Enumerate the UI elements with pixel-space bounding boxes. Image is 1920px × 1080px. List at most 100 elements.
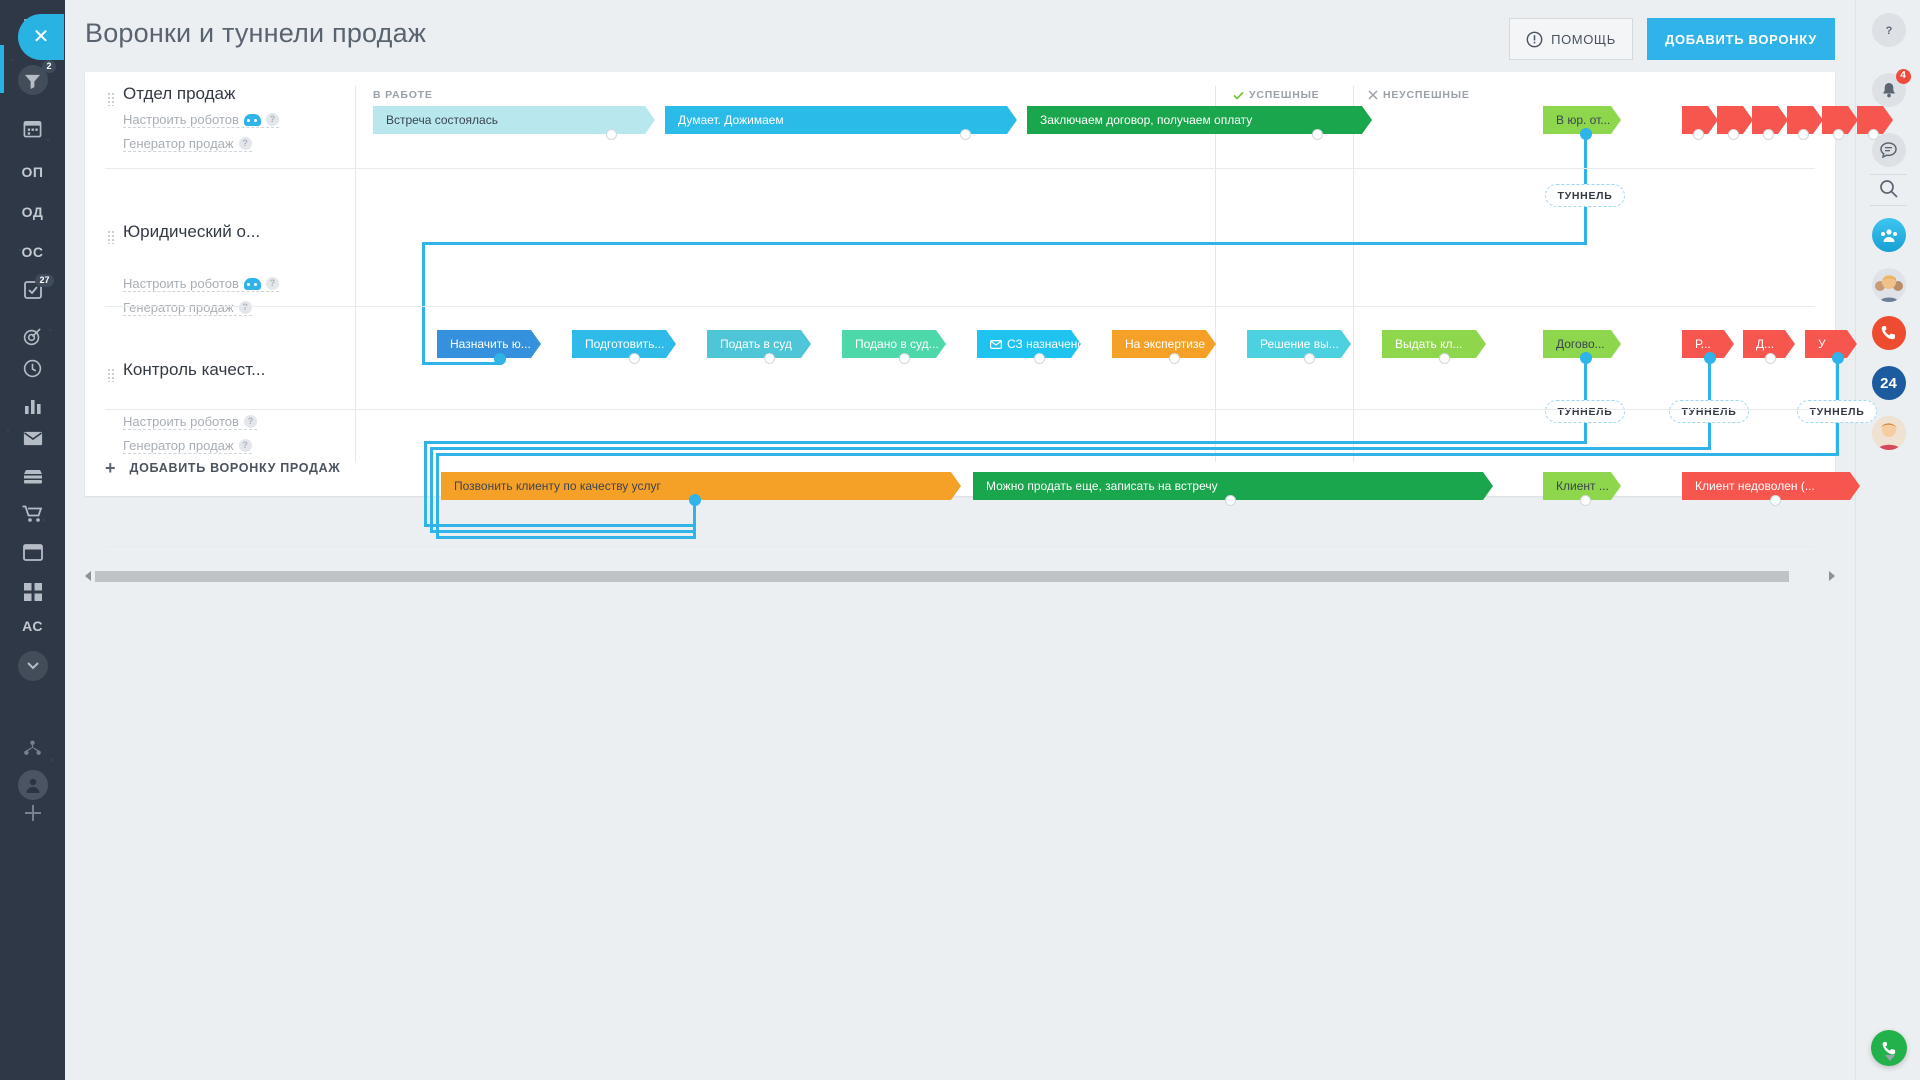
help-hint-icon[interactable]: ? xyxy=(265,113,279,126)
help-button[interactable]: ПОМОЩЬ xyxy=(1509,18,1633,60)
help-hint-icon[interactable]: ? xyxy=(265,277,279,290)
search-button[interactable] xyxy=(1856,168,1920,208)
funnel-name[interactable]: Контроль качест... xyxy=(123,360,266,379)
sidebar-item-apps[interactable] xyxy=(0,574,65,610)
sidebar-item-clock[interactable] xyxy=(0,350,65,386)
stage-connector-dot[interactable] xyxy=(1833,129,1844,140)
stage-chip[interactable]: Позвонить клиенту по качеству услуг xyxy=(441,472,961,500)
stage-connector-dot[interactable] xyxy=(764,353,775,364)
bitrix24-button[interactable]: 24 xyxy=(1856,363,1920,403)
stage-connector-dot[interactable] xyxy=(1798,129,1809,140)
tunnel-pill[interactable]: ТУННЕЛЬ xyxy=(1545,184,1625,207)
tunnel-connector-line xyxy=(1584,132,1587,184)
funnel-name[interactable]: Отдел продаж xyxy=(123,84,236,103)
scroll-left-icon[interactable] xyxy=(85,571,91,581)
stage-connector-dot[interactable] xyxy=(1770,495,1781,506)
configure-robots-label: Настроить роботов xyxy=(123,414,239,429)
sidebar-item-target[interactable] xyxy=(0,318,65,354)
stage-connector-dot[interactable] xyxy=(494,353,506,365)
stage-connector-dot[interactable] xyxy=(606,129,617,140)
sales-generator-link[interactable]: Генератор продаж ? xyxy=(123,136,252,152)
sidebar-item-os[interactable]: ОС xyxy=(21,244,44,260)
stage-chip-fail[interactable]: У xyxy=(1805,330,1857,358)
stage-connector-dot[interactable] xyxy=(960,129,971,140)
sidebar-item-structure[interactable] xyxy=(0,730,65,766)
stage-connector-dot[interactable] xyxy=(1169,353,1180,364)
stage-connector-dot[interactable] xyxy=(1034,353,1045,364)
sidebar-item-tasks[interactable]: 27 xyxy=(0,273,65,310)
stage-chip[interactable]: Думает. Дожимаем xyxy=(665,106,1017,134)
help-hint-icon[interactable]: ? xyxy=(243,415,257,428)
stage-chip[interactable]: Выдать кл... xyxy=(1382,330,1486,358)
stage-connector-dot[interactable] xyxy=(1580,495,1591,506)
chat-list-button[interactable] xyxy=(1856,130,1920,170)
stage-connector-dot[interactable] xyxy=(1765,353,1776,364)
stage-connector-dot[interactable] xyxy=(899,353,910,364)
sidebar-item-funnel[interactable]: 2 xyxy=(0,60,65,98)
scrollbar-thumb[interactable] xyxy=(95,571,1789,582)
help-hint-icon[interactable]: ? xyxy=(238,301,252,314)
stage-connector-dot[interactable] xyxy=(1304,353,1315,364)
funnel-name[interactable]: Юридический о... xyxy=(123,222,261,241)
horizontal-scrollbar[interactable] xyxy=(85,568,1835,584)
stage-chip-fail[interactable]: Клиент недоволен (... xyxy=(1682,472,1860,500)
configure-robots-link[interactable]: Настроить роботов ? xyxy=(123,112,279,128)
apps-grid-icon xyxy=(23,583,42,601)
scroll-right-icon[interactable] xyxy=(1829,571,1835,581)
help-hint-icon[interactable]: ? xyxy=(238,137,252,150)
stage-chip[interactable]: Назначить ю... xyxy=(437,330,541,358)
sidebar-item-more[interactable] xyxy=(0,648,65,684)
stage-connector-dot[interactable] xyxy=(1439,353,1450,364)
sidebar-item-drive[interactable] xyxy=(0,458,65,494)
sidebar-item-sites[interactable] xyxy=(0,534,65,570)
stage-connector-dot[interactable] xyxy=(1763,129,1774,140)
stage-chip[interactable]: СЗ назначено xyxy=(977,330,1081,358)
stage-connector-dot[interactable] xyxy=(629,353,640,364)
user-avatar-button[interactable] xyxy=(1856,413,1920,453)
stage-chip[interactable]: Решение вы... xyxy=(1247,330,1351,358)
drag-handle[interactable] xyxy=(107,92,114,106)
sidebar-item-mail[interactable] xyxy=(0,420,65,456)
stage-connector-dot[interactable] xyxy=(689,494,701,506)
help-hint-icon[interactable]: ? xyxy=(238,439,252,452)
configure-robots-link[interactable]: Настроить роботов ? xyxy=(123,414,257,430)
add-funnel-row[interactable]: + ДОБАВИТЬ ВОРОНКУ ПРОДАЖ xyxy=(85,440,1835,496)
stage-chip[interactable]: Подать в суд xyxy=(707,330,811,358)
notifications-button[interactable]: 4 xyxy=(1856,69,1920,110)
sidebar-item-ac[interactable]: АС xyxy=(22,618,43,634)
stage-chip[interactable]: Подано в суд... xyxy=(842,330,946,358)
sidebar-pattern xyxy=(0,0,65,1080)
help-icon-button[interactable]: ? xyxy=(1856,10,1920,50)
tunnel-pill[interactable]: ТУННЕЛЬ xyxy=(1669,400,1749,423)
stage-connector-dot[interactable] xyxy=(1868,129,1879,140)
sidebar-item-shop[interactable] xyxy=(0,496,65,532)
stage-connector-dot[interactable] xyxy=(1693,129,1704,140)
sidebar-item-op[interactable]: ОП xyxy=(21,164,44,180)
configure-robots-label: Настроить роботов xyxy=(123,276,239,291)
sales-generator-link[interactable]: Генератор продаж ? xyxy=(123,300,252,316)
drag-handle[interactable] xyxy=(107,368,114,382)
sidebar-close-button[interactable]: ✕ xyxy=(18,14,64,60)
drag-handle[interactable] xyxy=(107,230,114,244)
phone-button[interactable] xyxy=(1856,313,1920,353)
sales-generator-link[interactable]: Генератор продаж ? xyxy=(123,438,252,454)
configure-robots-link[interactable]: Настроить роботов ? xyxy=(123,276,279,292)
stage-connector-dot[interactable] xyxy=(1225,495,1236,506)
sidebar-item-calendar[interactable] xyxy=(0,110,65,146)
sidebar-item-reports[interactable] xyxy=(0,388,65,424)
team-avatars-button[interactable] xyxy=(1856,265,1920,305)
stage-connector-dot[interactable] xyxy=(1728,129,1739,140)
scroll-down-icon[interactable] xyxy=(1885,1055,1895,1061)
tunnel-pill[interactable]: ТУННЕЛЬ xyxy=(1545,400,1625,423)
sidebar-item-od[interactable]: ОД xyxy=(21,204,44,220)
sidebar-divider xyxy=(1870,205,1907,206)
crm-button[interactable] xyxy=(1856,215,1920,255)
sidebar-user-avatar[interactable] xyxy=(18,770,48,800)
stage-chip[interactable]: На экспертизе xyxy=(1112,330,1216,358)
stage-chip[interactable]: Подготовить... xyxy=(572,330,676,358)
stage-connector-dot[interactable] xyxy=(1312,129,1323,140)
sidebar-item-add[interactable] xyxy=(0,795,65,831)
tunnel-pill[interactable]: ТУННЕЛЬ xyxy=(1797,400,1877,423)
add-funnel-button[interactable]: ДОБАВИТЬ ВОРОНКУ xyxy=(1647,18,1835,60)
tunnel-connector-line xyxy=(424,524,696,527)
